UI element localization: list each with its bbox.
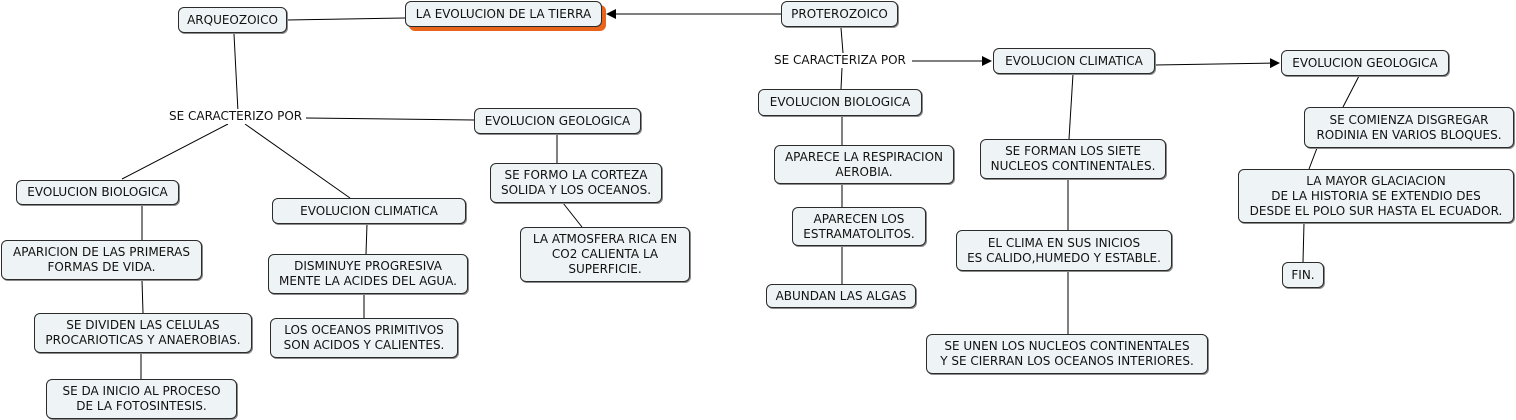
proterozoic-climatic-title[interactable]: EVOLUCION CLIMATICA bbox=[993, 48, 1155, 74]
connector bbox=[305, 117, 475, 121]
proterozoic-climatic-item[interactable]: SE UNEN LOS NUCLEOS CONTINENTALES Y SE C… bbox=[926, 334, 1208, 374]
connector bbox=[286, 17, 406, 21]
connector bbox=[1308, 147, 1318, 170]
archaeozoic-biological-item[interactable]: SE DA INICIO AL PROCESO DE LA FOTOSINTES… bbox=[46, 379, 237, 419]
proterozoic-biological-title[interactable]: EVOLUCION BIOLOGICA bbox=[758, 89, 922, 116]
archaeozoic-biological-title[interactable]: EVOLUCION BIOLOGICA bbox=[16, 180, 179, 205]
archaeozoic-climatic-item[interactable]: DISMINUYE PROGRESIVA MENTE LA ACIDES DEL… bbox=[268, 254, 468, 294]
archaeozoic-geological-item[interactable]: SE FORMO LA CORTEZA SOLIDA Y LOS OCEANOS… bbox=[490, 163, 662, 203]
proterozoic-geological-item[interactable]: LA MAYOR GLACIACION DE LA HISTORIA SE EX… bbox=[1238, 169, 1514, 223]
proterozoic-biological-item[interactable]: APARECEN LOS ESTRAMATOLITOS. bbox=[792, 207, 926, 246]
link-label-proterozoic: SE CARACTERIZA POR bbox=[773, 53, 907, 68]
connector bbox=[1154, 58, 1280, 69]
archaeozoic-geological-item[interactable]: LA ATMOSFERA RICA EN CO2 CALIENTA LA SUP… bbox=[520, 227, 690, 282]
archaeozoic-climatic-title[interactable]: EVOLUCION CLIMATICA bbox=[272, 198, 466, 224]
proterozoic-geological-item[interactable]: SE COMIENZA DISGREGAR RODINIA EN VARIOS … bbox=[1304, 107, 1514, 148]
connector bbox=[121, 123, 229, 180]
connector bbox=[1068, 73, 1074, 140]
archaeozoic-geological-title[interactable]: EVOLUCION GEOLOGICA bbox=[474, 108, 641, 134]
proterozoic-climatic-item[interactable]: EL CLIMA EN SUS INICIOS ES CALIDO,HUMEDO… bbox=[956, 230, 1172, 271]
proterozoic-climatic-item[interactable]: SE FORMAN LOS SIETE NUCLEOS CONTINENTALE… bbox=[980, 139, 1166, 179]
connector bbox=[141, 279, 144, 314]
root-node[interactable]: LA EVOLUCION DE LA TIERRA bbox=[405, 1, 602, 27]
era-proterozoic[interactable]: PROTEROZOICO bbox=[781, 1, 898, 27]
connector bbox=[1302, 222, 1305, 263]
era-archaeozoic[interactable]: ARQUEOZOICO bbox=[178, 7, 287, 33]
connector bbox=[562, 202, 583, 228]
proterozoic-geological-item[interactable]: FIN. bbox=[1282, 262, 1324, 288]
connector bbox=[244, 123, 351, 199]
proterozoic-biological-item[interactable]: APARECE LA RESPIRACION AEROBIA. bbox=[774, 145, 954, 184]
connector bbox=[840, 67, 843, 90]
connector bbox=[365, 223, 368, 255]
proterozoic-geological-title[interactable]: EVOLUCION GEOLOGICA bbox=[1281, 50, 1449, 76]
connector bbox=[1342, 75, 1360, 108]
archaeozoic-biological-item[interactable]: SE DIVIDEN LAS CELULAS PROCARIOTICAS Y A… bbox=[34, 313, 252, 353]
archaeozoic-climatic-item[interactable]: LOS OCEANOS PRIMITIVOS SON ACIDOS Y CALI… bbox=[270, 318, 458, 358]
connector bbox=[840, 27, 844, 54]
connector bbox=[233, 33, 239, 113]
archaeozoic-biological-item[interactable]: APARICION DE LAS PRIMERAS FORMAS DE VIDA… bbox=[1, 240, 202, 280]
proterozoic-biological-item[interactable]: ABUNDAN LAS ALGAS bbox=[766, 284, 916, 308]
link-label-archaeozoic: SE CARACTERIZO POR bbox=[168, 109, 304, 124]
